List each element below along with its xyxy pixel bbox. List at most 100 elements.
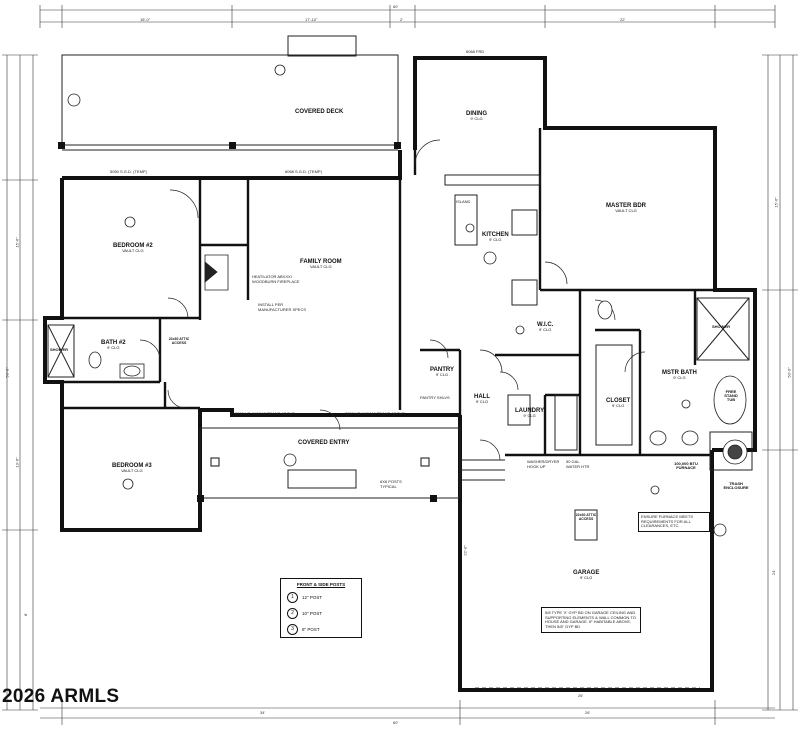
wic-ceiling-text: 9' CLG — [539, 327, 552, 333]
legend-title: FRONT & SIDE POSTS — [296, 582, 346, 587]
exterior-walls — [43, 56, 757, 692]
dim-bottom-a: 34' — [260, 710, 265, 715]
dimension-lines — [2, 5, 798, 725]
window-note-1: 5050 S.G.D. (TEMP) — [110, 169, 147, 175]
room-label-wic: W.I.C.9' CLG — [537, 322, 553, 332]
kitchen-text: KITCHEN — [482, 232, 509, 238]
fireplace-note: HEATILATOR ABXXXI WOODBURN FIREPLACE — [252, 274, 312, 284]
dim-bottom-overall-text: 60' — [393, 720, 399, 725]
dim-right-overall-text: 50'-0" — [786, 367, 792, 378]
dim-garage-depth: 22'-0" — [463, 545, 468, 555]
window-note-2: 6068 FRD — [466, 49, 485, 55]
dim-top-c-text: 2' — [400, 17, 403, 22]
dim-right-b-text: 24' — [771, 569, 777, 576]
bath-2-ceiling-text: 9' CLG — [107, 345, 120, 351]
fixtures — [88, 254, 748, 465]
closet-text: CLOSET — [606, 398, 631, 404]
sliding-door-text: 6068 S.G.D. (TEMP) — [285, 169, 322, 174]
hall-ceiling-text: 9' CLG — [475, 399, 489, 405]
bedroom-3-text: BEDROOM #3 — [112, 463, 152, 469]
dim-garage-width: 26' — [578, 693, 583, 698]
pantry-text: PANTRY — [430, 367, 454, 373]
wic-text: W.I.C. — [537, 322, 554, 328]
free-stand-tub-text: FREE STAND TUB — [724, 389, 738, 403]
shower-bath2-text: SHOWER — [50, 347, 68, 352]
post-symbol-1-icon: 1 — [287, 592, 298, 603]
trans-1-text: 3050 HD W/6040 TRANS ABOVE — [235, 411, 295, 416]
dining-ceiling-text: 9' CLG — [470, 116, 483, 122]
dim-right-a-text: 15'-6" — [773, 197, 779, 208]
armls-watermark: 2026 ARMLS — [2, 686, 120, 707]
window-1-text: 5050 S.G.D. (TEMP) — [110, 169, 147, 174]
post-symbol-2-icon: 2 — [287, 608, 298, 619]
legend-row-2-label: 10" POST — [302, 611, 323, 616]
master-bath-ceiling-text: 9' CLG — [673, 375, 686, 381]
laundry-ceiling-text: 9' CLG — [523, 413, 536, 419]
washer-note-text: WASHER/DRYER HOOK UP — [527, 459, 560, 469]
dim-top-d: 22' — [620, 17, 625, 22]
dim-left-c-text: 8' — [23, 613, 28, 616]
pantry-shelves-note: PANTRY SHLVS — [420, 395, 450, 401]
install-note-text: INSTALL PER MANUFACTURER SPECS — [258, 302, 307, 312]
dim-top-b-text: 17'-10" — [305, 17, 318, 22]
bath-2-text: BATH #2 — [101, 340, 126, 346]
fireplace-note-text: HEATILATOR ABXXXI WOODBURN FIREPLACE — [252, 274, 300, 284]
posts — [58, 142, 437, 502]
attic-access-text: 22x30 ATTIC ACCESS — [168, 337, 190, 345]
dim-top-a: 18'-0" — [140, 17, 150, 22]
dim-left-a: 15'-6" — [15, 237, 20, 247]
furnace-clearance-text: ENSURE FURNACE MEETS REQUIREMENTS FOR AL… — [641, 514, 694, 529]
attic-access-label: 22x30 ATTIC ACCESS — [165, 337, 193, 345]
attic-access-garage-label: 22x30 ATTIC ACCESS — [572, 513, 600, 521]
posts-note: 6X6 POSTS TYPICAL — [380, 479, 414, 489]
dim-top-a-text: 18'-0" — [140, 17, 151, 22]
trash-enclosure-text: TRASH ENCLOSURE — [723, 481, 749, 491]
dim-left-overall: 50'-0" — [5, 367, 10, 377]
posts-note-text: 6X6 POSTS TYPICAL — [380, 479, 402, 489]
covered-deck-text: COVERED DECK — [295, 109, 344, 115]
attic-access-garage-text: 22x30 ATTIC ACCESS — [575, 513, 597, 521]
dim-right-a: 15'-6" — [774, 197, 779, 207]
pantry-shelves-text: PANTRY SHLVS — [420, 395, 450, 400]
island-text: ISLAND — [456, 199, 471, 204]
dim-left-overall-text: 50'-0" — [4, 367, 10, 378]
bedroom-2-ceiling-text: VAULT CLG — [122, 248, 144, 254]
water-heater-note: 50 GAL WATER HTR — [566, 459, 592, 469]
dim-left-b-text: 13'-6" — [14, 457, 20, 468]
dim-right-b: 24' — [771, 570, 776, 575]
master-bath-text: MSTR BATH — [662, 370, 697, 376]
washer-note: WASHER/DRYER HOOK UP — [527, 459, 560, 469]
dim-bottom-b: 26' — [585, 710, 590, 715]
post-symbol-3-icon: 3 — [287, 624, 298, 635]
room-label-covered-deck: COVERED DECK — [295, 109, 343, 115]
sliding-door-note: 6068 S.G.D. (TEMP) — [285, 169, 322, 175]
dim-top-overall: 60' — [393, 4, 398, 9]
dim-top-b: 17'-10" — [305, 17, 317, 22]
kitchen-ceiling-text: 9' CLG — [489, 237, 502, 243]
dim-top-overall-text: 60' — [393, 4, 399, 9]
bedroom-3-ceiling-text: VAULT CLG — [121, 468, 143, 474]
island-note: ISLAND — [456, 199, 471, 205]
dim-left-b: 13'-6" — [15, 457, 20, 467]
dim-left-c: 8' — [23, 613, 28, 616]
dim-left-a-text: 15'-6" — [14, 237, 20, 248]
dim-top-c: 2' — [400, 17, 403, 22]
dim-top-d-text: 22' — [620, 17, 626, 22]
free-stand-tub-label: FREE STAND TUB — [720, 389, 742, 403]
trash-enclosure-label: TRASH ENCLOSURE — [720, 481, 752, 491]
window-2-text: 6068 FRD — [466, 49, 485, 54]
